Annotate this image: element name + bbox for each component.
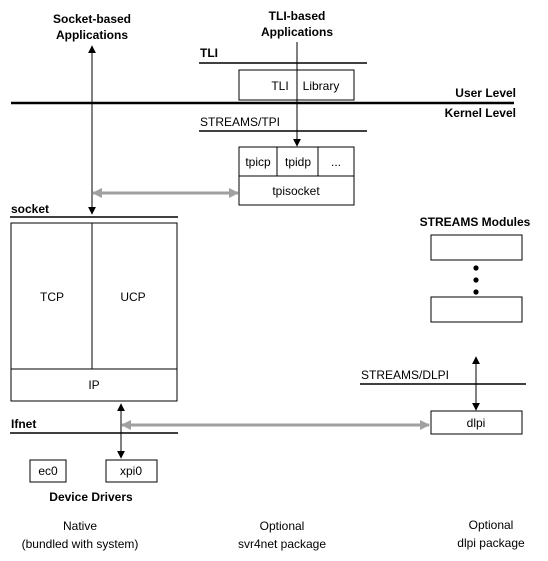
- socket-label: socket: [11, 202, 49, 216]
- socket-apps-label-line1: Socket-based: [53, 12, 131, 26]
- tli-apps-label-line1: TLI-based: [269, 9, 326, 23]
- tpisocket-label: tpisocket: [272, 184, 320, 198]
- dlpi-box: [430, 410, 523, 435]
- socket-apps-label-line2: Applications: [56, 28, 128, 42]
- dlpi-package-label-line2: dlpi package: [457, 536, 525, 550]
- tli-library-label-library: Library: [303, 79, 340, 93]
- ec0-label: ec0: [38, 464, 58, 478]
- svr4net-label-line2: svr4net package: [238, 537, 326, 551]
- ifnet-label: Ifnet: [11, 417, 36, 431]
- tli-label: TLI: [200, 46, 218, 60]
- tpidp-label: tpidp: [285, 155, 311, 169]
- tli-library-label-tli: TLI: [271, 79, 288, 93]
- streams-modules-label: STREAMS Modules: [420, 215, 531, 229]
- native-label-line1: Native: [63, 519, 97, 533]
- dlpi-label: dlpi: [467, 416, 486, 430]
- dlpi-package-label-line1: Optional: [469, 518, 514, 532]
- streams-dlpi-label: STREAMS/DLPI: [361, 368, 449, 382]
- module-dot-1: [473, 265, 479, 271]
- ip-label: IP: [88, 378, 99, 392]
- svr4net-label-line1: Optional: [260, 519, 305, 533]
- streams-tpi-label: STREAMS/TPI: [200, 115, 280, 129]
- tpi-dots-label: ...: [331, 155, 341, 169]
- streams-module-box-bottom: [430, 296, 523, 323]
- protocol-stack-box: [10, 222, 178, 402]
- tcp-label: TCP: [40, 290, 64, 304]
- ucp-label: UCP: [120, 290, 145, 304]
- module-dot-3: [473, 289, 479, 295]
- module-dot-2: [473, 277, 479, 283]
- device-drivers-label: Device Drivers: [49, 490, 133, 504]
- kernel-level-label: Kernel Level: [445, 106, 516, 120]
- xpi0-box: [105, 459, 158, 483]
- native-label-line2: (bundled with system): [22, 537, 139, 551]
- tli-apps-label-line2: Applications: [261, 25, 333, 39]
- ec0-box: [29, 459, 67, 483]
- xpi0-label: xpi0: [120, 464, 142, 478]
- streams-module-box-top: [430, 234, 523, 261]
- user-level-label: User Level: [455, 86, 516, 100]
- tpicp-label: tpicp: [245, 155, 271, 169]
